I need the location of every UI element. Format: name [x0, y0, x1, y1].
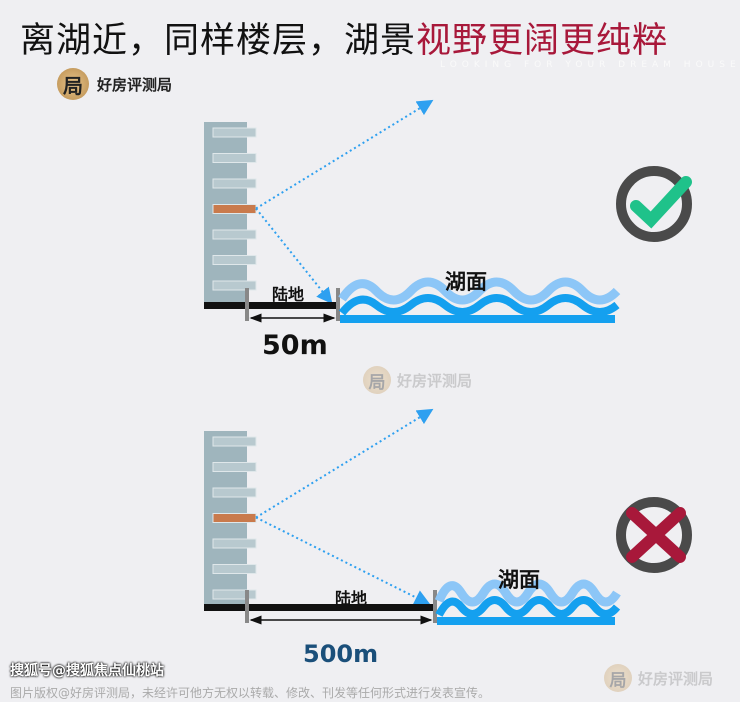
subtitle: LOOKING FOR YOUR DREAM HOUSE	[440, 60, 740, 70]
lake-base	[437, 617, 615, 625]
lake-label-bottom: 湖面	[498, 568, 540, 592]
watermark-logo-icon: 局	[363, 366, 391, 394]
distance-bottom: 500m	[303, 640, 379, 668]
floor-balcony	[212, 436, 257, 447]
floor-balcony	[212, 127, 257, 138]
brand-logo-icon: 局	[57, 68, 89, 100]
sightline-far	[255, 408, 434, 519]
lake-label-top: 湖面	[445, 270, 487, 294]
watermark-corner: 局好房评测局	[604, 664, 713, 692]
check-icon	[630, 176, 692, 229]
floor-balcony	[212, 229, 257, 240]
sightline-far	[255, 99, 434, 210]
distance-top: 50m	[262, 330, 328, 361]
land-label-top: 陆地	[272, 285, 305, 304]
floor-balcony	[212, 462, 257, 472]
verdict-ring	[616, 497, 692, 573]
scene-far-lake	[204, 408, 692, 625]
watermark-logo-icon: 局	[604, 664, 632, 692]
floor-balcony	[212, 487, 257, 498]
title-black: 离湖近，同样楼层，湖景	[20, 21, 417, 61]
distance-marker-right	[433, 590, 437, 623]
wave-dark	[338, 294, 620, 316]
floor-balcony	[212, 564, 257, 574]
floor-balcony	[212, 255, 257, 265]
watermark-middle: 局好房评测局	[363, 366, 472, 394]
floor-balcony	[212, 178, 257, 189]
floor-balcony	[212, 589, 257, 600]
wave-dark	[435, 596, 621, 618]
floor-balcony	[212, 153, 257, 163]
floor-balcony	[212, 538, 257, 549]
highlighted-floor	[212, 204, 257, 214]
distance-marker-left	[245, 590, 249, 623]
lake-base	[340, 315, 615, 323]
floor-balcony	[212, 280, 257, 291]
ground-line	[204, 604, 435, 611]
brand: 局好房评测局	[57, 68, 172, 100]
verdict-ring	[616, 166, 692, 242]
ground-line	[204, 302, 338, 309]
copyright-text: 图片版权@好房评测局，未经许可他方无权以转载、修改、刊发等任何形式进行发表宣传。	[10, 686, 491, 700]
cross-icon	[626, 507, 686, 563]
watermark-text: 好房评测局	[638, 669, 714, 688]
page-title: 离湖近，同样楼层，湖景视野更阔更纯粹	[20, 12, 668, 63]
wave-light	[338, 277, 621, 305]
title-highlight: 视野更阔更纯粹	[416, 21, 669, 61]
watermark-text: 好房评测局	[397, 371, 473, 390]
wave-light	[434, 579, 621, 607]
distance-marker-right	[336, 288, 340, 321]
source-text: 搜狐号@搜狐焦点仙桃站	[10, 663, 164, 679]
distance-marker-left	[245, 288, 249, 321]
highlighted-floor	[212, 513, 257, 523]
land-label-bottom: 陆地	[335, 589, 368, 608]
brand-name: 好房评测局	[97, 75, 173, 94]
sightline-lake	[255, 516, 431, 605]
scene-near-lake	[204, 99, 692, 323]
